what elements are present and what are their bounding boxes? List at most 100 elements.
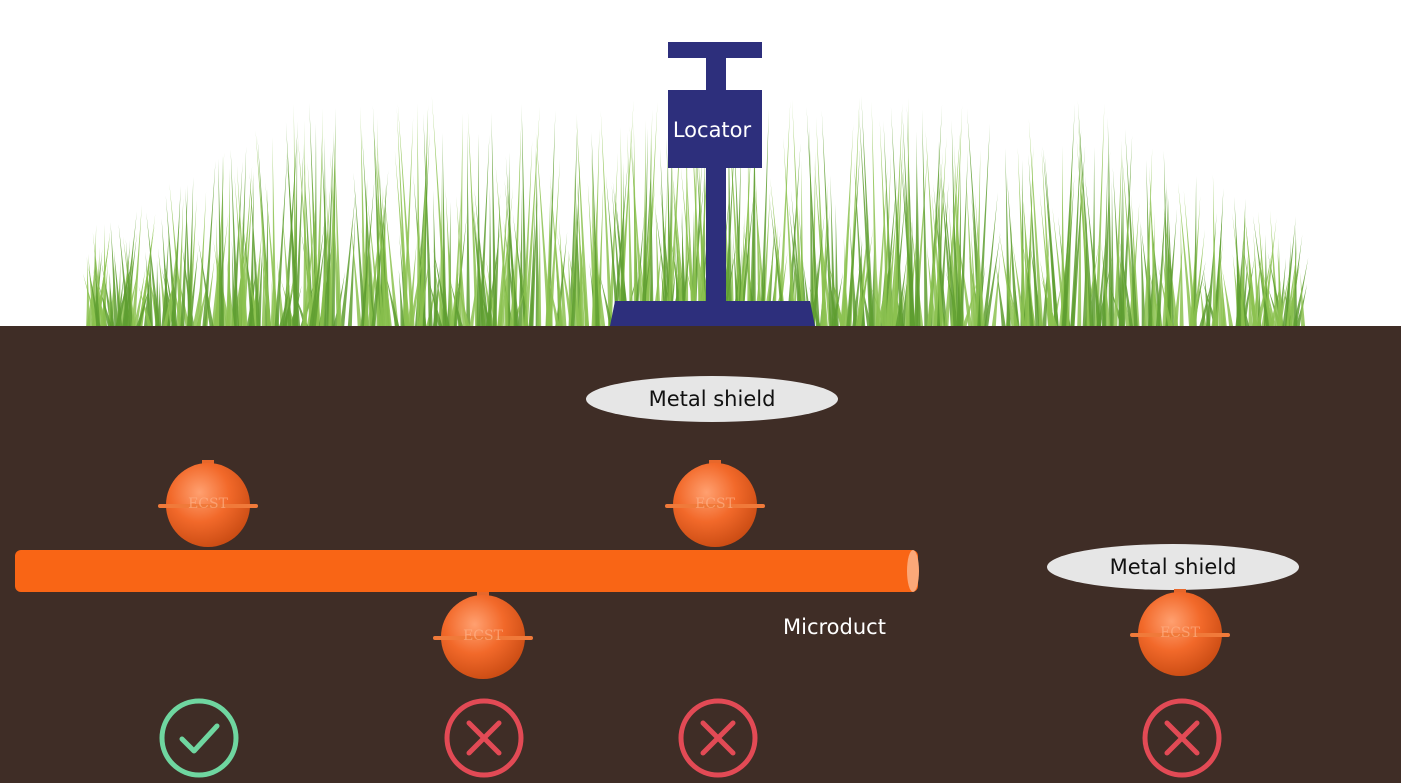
grass-blade [537, 214, 542, 326]
grass-blade [649, 137, 654, 326]
grass-blade [1042, 232, 1050, 326]
grass-blade [887, 256, 896, 326]
grass-blade [890, 106, 904, 326]
grass-blade [270, 280, 275, 326]
grass-blade [491, 112, 498, 326]
grass-blade [347, 211, 356, 326]
grass-blade [827, 258, 844, 326]
grass-blade [449, 278, 463, 326]
grass-blade [249, 172, 261, 326]
grass-blade [398, 269, 405, 326]
shield-label: Metal shield [649, 387, 776, 411]
grass-blade [469, 274, 478, 326]
grass-blade [576, 113, 590, 326]
grass-blade [528, 197, 536, 326]
grass-blade [861, 96, 874, 326]
grass-blade [1277, 237, 1282, 326]
grass-blade [641, 128, 648, 326]
grass-blade [1300, 272, 1306, 326]
grass-blade [1005, 148, 1011, 326]
grass-blade [840, 186, 851, 326]
locator-label: Locator [673, 118, 752, 142]
grass-blade [871, 101, 879, 326]
grass-blade [906, 106, 915, 327]
grass-blade [146, 212, 160, 326]
grass-blade [952, 203, 962, 326]
grass-blade [131, 205, 142, 326]
grass-blade [492, 193, 501, 326]
metal-shield-2: Metal shield [1047, 544, 1299, 590]
grass-blade [900, 152, 915, 326]
grass-blade [881, 152, 892, 326]
grass-blade [97, 280, 112, 326]
grass-blade [511, 118, 522, 326]
grass-blade [1143, 148, 1153, 326]
grass-blade [1212, 174, 1217, 326]
grass-blade [936, 176, 943, 326]
grass-blade [1244, 209, 1258, 326]
grass-blade [314, 108, 323, 326]
grass [82, 96, 1309, 327]
grass-blade [456, 196, 467, 326]
grass-blade [645, 109, 653, 326]
locator-box [668, 90, 762, 168]
grass-blade [445, 189, 454, 326]
grass-blade [157, 281, 162, 326]
grass-blade [958, 150, 968, 326]
grass-blade [1006, 268, 1019, 326]
grass-blade [810, 151, 816, 326]
grass-blade [547, 272, 560, 326]
grass-blade [256, 237, 263, 326]
grass-blade [509, 252, 515, 326]
grass-blade [783, 137, 796, 326]
grass-blade [1024, 204, 1029, 326]
x-circle-icon [444, 698, 524, 778]
grass-blade [499, 266, 508, 326]
grass-blade [629, 125, 645, 326]
grass-blade [350, 219, 362, 326]
grass-blade [143, 246, 152, 326]
grass-blade [974, 149, 981, 326]
grass-blade [324, 130, 334, 326]
x-circle-icon [1142, 698, 1222, 778]
grass-blade [1120, 187, 1125, 326]
metal-shield-1: Metal shield [586, 376, 838, 422]
grass-blade [376, 244, 385, 326]
grass-blade [680, 165, 697, 326]
grass-blade [230, 149, 239, 326]
grass-blade [1091, 147, 1096, 326]
grass-blade [1125, 129, 1138, 326]
grass-blade [991, 253, 1001, 326]
grass-blade [1148, 259, 1154, 326]
grass-blade [1257, 259, 1274, 326]
grass-blade [1222, 268, 1234, 326]
grass-blade [196, 192, 207, 326]
grass-blade [1044, 154, 1059, 326]
grass-blade [192, 270, 203, 326]
grass-blade [792, 99, 804, 327]
grass-blade [303, 161, 314, 326]
grass-blade [505, 156, 518, 326]
grass-blade [226, 168, 231, 326]
grass-blade [219, 155, 224, 326]
grass-blade [1012, 241, 1026, 326]
grass-blade [791, 190, 804, 326]
marker-logo: ECST [695, 496, 736, 512]
grass-blade [118, 224, 131, 326]
grass-blade [1189, 246, 1196, 326]
grass-blade [545, 185, 551, 326]
grass-blade [373, 122, 388, 327]
grass-blade [334, 148, 342, 326]
grass-blade [1192, 176, 1197, 326]
grass-blade [397, 104, 415, 326]
grass-blade [798, 207, 808, 326]
marker-logo: ECST [188, 496, 229, 512]
marker-ball: ECST [1130, 589, 1230, 676]
grass-blade [1214, 280, 1221, 326]
grass-blade [504, 211, 509, 326]
grass-blade [995, 261, 1006, 326]
grass-blade [255, 130, 271, 326]
grass-blade [568, 249, 573, 326]
grass-blade [545, 110, 556, 326]
grass-blade [1113, 140, 1123, 326]
